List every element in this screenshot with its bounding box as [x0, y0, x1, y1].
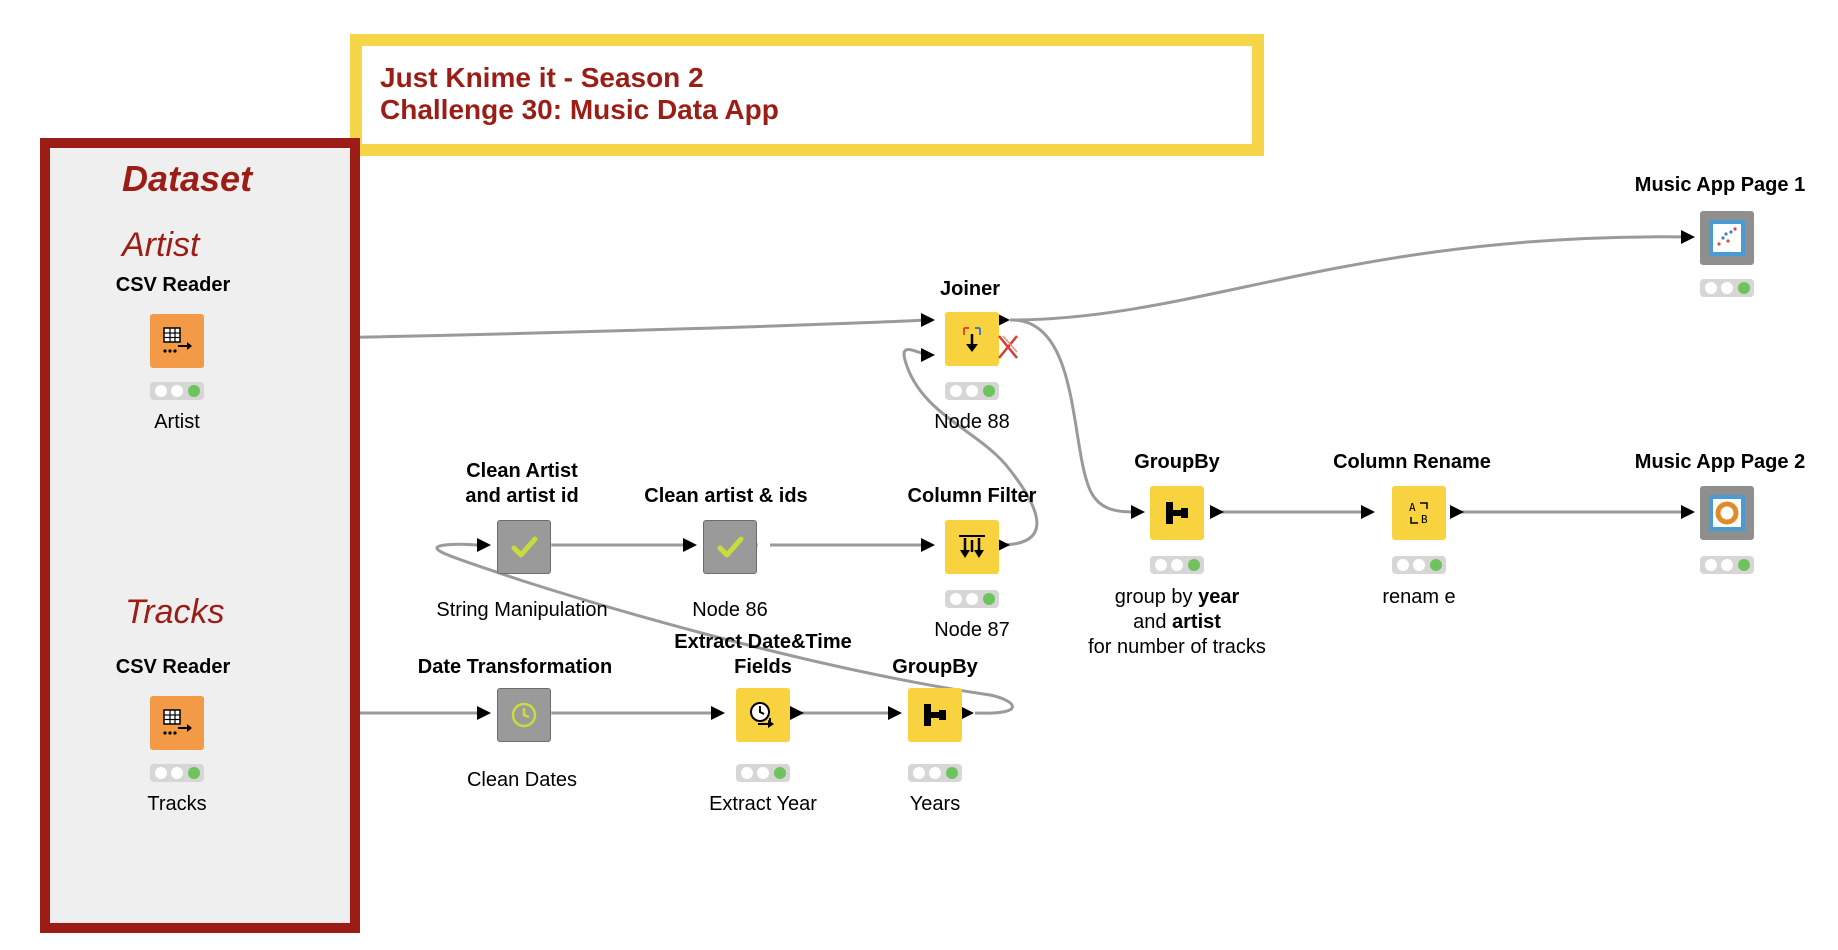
- column-filter-icon: [959, 535, 985, 558]
- node-status-indicator: [945, 590, 999, 608]
- clean-artist-ids-node[interactable]: [703, 520, 757, 574]
- groupby-main-label-line3: for number of tracks: [1088, 636, 1266, 658]
- title-line-1: Just Knime it - Season 2: [380, 62, 704, 93]
- tracks-heading: Tracks: [125, 593, 225, 631]
- clean-artist-id-node[interactable]: [497, 520, 551, 574]
- groupby-years-title: GroupBy: [892, 656, 978, 678]
- column-filter-title: Column Filter: [907, 485, 1037, 507]
- groupby-label-year: year: [1198, 586, 1240, 608]
- column-rename-title: Column Rename: [1333, 451, 1491, 473]
- joiner-icon: [963, 327, 981, 352]
- column-rename-node[interactable]: A B: [1392, 486, 1446, 540]
- csv-reader-tracks-node[interactable]: [150, 696, 204, 750]
- groupby-main-label-line1: group by year: [1115, 585, 1240, 610]
- warning-cross-icon: [998, 335, 1018, 359]
- music-app-page1-title: Music App Page 1: [1634, 174, 1806, 196]
- clean-artist-id-title-2: and artist id: [465, 485, 579, 507]
- groupby-label-artist: artist: [1172, 611, 1221, 633]
- csv-reader-artist-label: Artist: [154, 411, 200, 433]
- node-status-indicator: [1150, 556, 1204, 574]
- dataset-annotation: Dataset Artist Tracks: [40, 138, 360, 933]
- connection-joiner-page1: [1009, 235, 1691, 322]
- table-reader-icon: [163, 327, 192, 353]
- music-app-page1-node[interactable]: [1700, 211, 1754, 265]
- dataset-heading: Dataset: [122, 158, 253, 199]
- groupby-years-label: Years: [909, 793, 961, 815]
- groupby-main-node[interactable]: [1150, 486, 1204, 540]
- column-rename-label: renam e: [1382, 586, 1456, 608]
- donut-view-icon: [1709, 495, 1745, 531]
- groupby-years-node[interactable]: [908, 688, 962, 742]
- node-status-indicator: [150, 382, 204, 400]
- node-status-indicator: [1700, 556, 1754, 574]
- groupby-icon: [924, 704, 946, 726]
- csv-reader-artist-node[interactable]: [150, 314, 204, 368]
- node-status-indicator: [1700, 279, 1754, 297]
- clean-artist-ids-title: Clean artist & ids: [644, 485, 808, 507]
- csv-reader-artist-title: CSV Reader: [115, 274, 231, 296]
- groupby-label-text: group by: [1114, 586, 1199, 608]
- scatter-view-icon: [1709, 220, 1745, 256]
- workflow-title-annotation: Just Knime it - Season 2 Challenge 30: M…: [350, 34, 1264, 156]
- checkmark-icon: [717, 536, 744, 558]
- groupby-main-title: GroupBy: [1134, 451, 1220, 473]
- groupby-label-text: and: [1133, 611, 1173, 633]
- node-status-indicator: [1392, 556, 1446, 574]
- csv-reader-tracks-label: Tracks: [147, 793, 207, 815]
- rename-icon: A B: [1409, 501, 1428, 526]
- date-transformation-label: Clean Dates: [466, 769, 578, 791]
- date-transformation-node[interactable]: [497, 688, 551, 742]
- node-status-indicator: [736, 764, 790, 782]
- clock-icon: [511, 702, 537, 728]
- node-status-indicator: [150, 764, 204, 782]
- clean-artist-id-label: String Manipulation: [436, 599, 608, 621]
- joiner-node[interactable]: [945, 312, 999, 366]
- clean-artist-ids-label: Node 86: [692, 599, 768, 621]
- joiner-label: Node 88: [934, 411, 1010, 433]
- extract-date-time-title-1: Extract Date&Time: [674, 631, 852, 653]
- groupby-main-label-line2: and artist: [1133, 610, 1221, 635]
- connection-groupby-years-clean: [435, 542, 1014, 715]
- connection-filter-to-joiner: [902, 348, 1039, 547]
- column-filter-node[interactable]: [945, 520, 999, 574]
- extract-date-time-label: Extract Year: [709, 793, 817, 815]
- groupby-icon: [1166, 502, 1188, 524]
- clean-artist-id-title-1: Clean Artist: [466, 460, 578, 482]
- extract-clock-icon: [750, 702, 774, 728]
- joiner-title: Joiner: [939, 278, 1001, 300]
- title-line-2: Challenge 30: Music Data App: [380, 94, 779, 125]
- extract-date-time-node[interactable]: [736, 688, 790, 742]
- checkmark-icon: [511, 536, 538, 558]
- node-status-indicator: [945, 382, 999, 400]
- music-app-page2-node[interactable]: [1700, 486, 1754, 540]
- svg-text:B: B: [1421, 513, 1428, 526]
- music-app-page2-title: Music App Page 2: [1634, 451, 1806, 473]
- svg-text:A: A: [1409, 501, 1416, 514]
- csv-reader-tracks-title: CSV Reader: [115, 656, 231, 678]
- table-reader-icon: [163, 709, 192, 735]
- extract-date-time-title-2: Fields: [734, 656, 792, 678]
- column-filter-label: Node 87: [934, 619, 1010, 641]
- date-transformation-title: Date Transformation: [417, 656, 613, 678]
- artist-heading: Artist: [122, 226, 200, 264]
- connection-joiner-groupby: [1009, 318, 1139, 514]
- node-status-indicator: [908, 764, 962, 782]
